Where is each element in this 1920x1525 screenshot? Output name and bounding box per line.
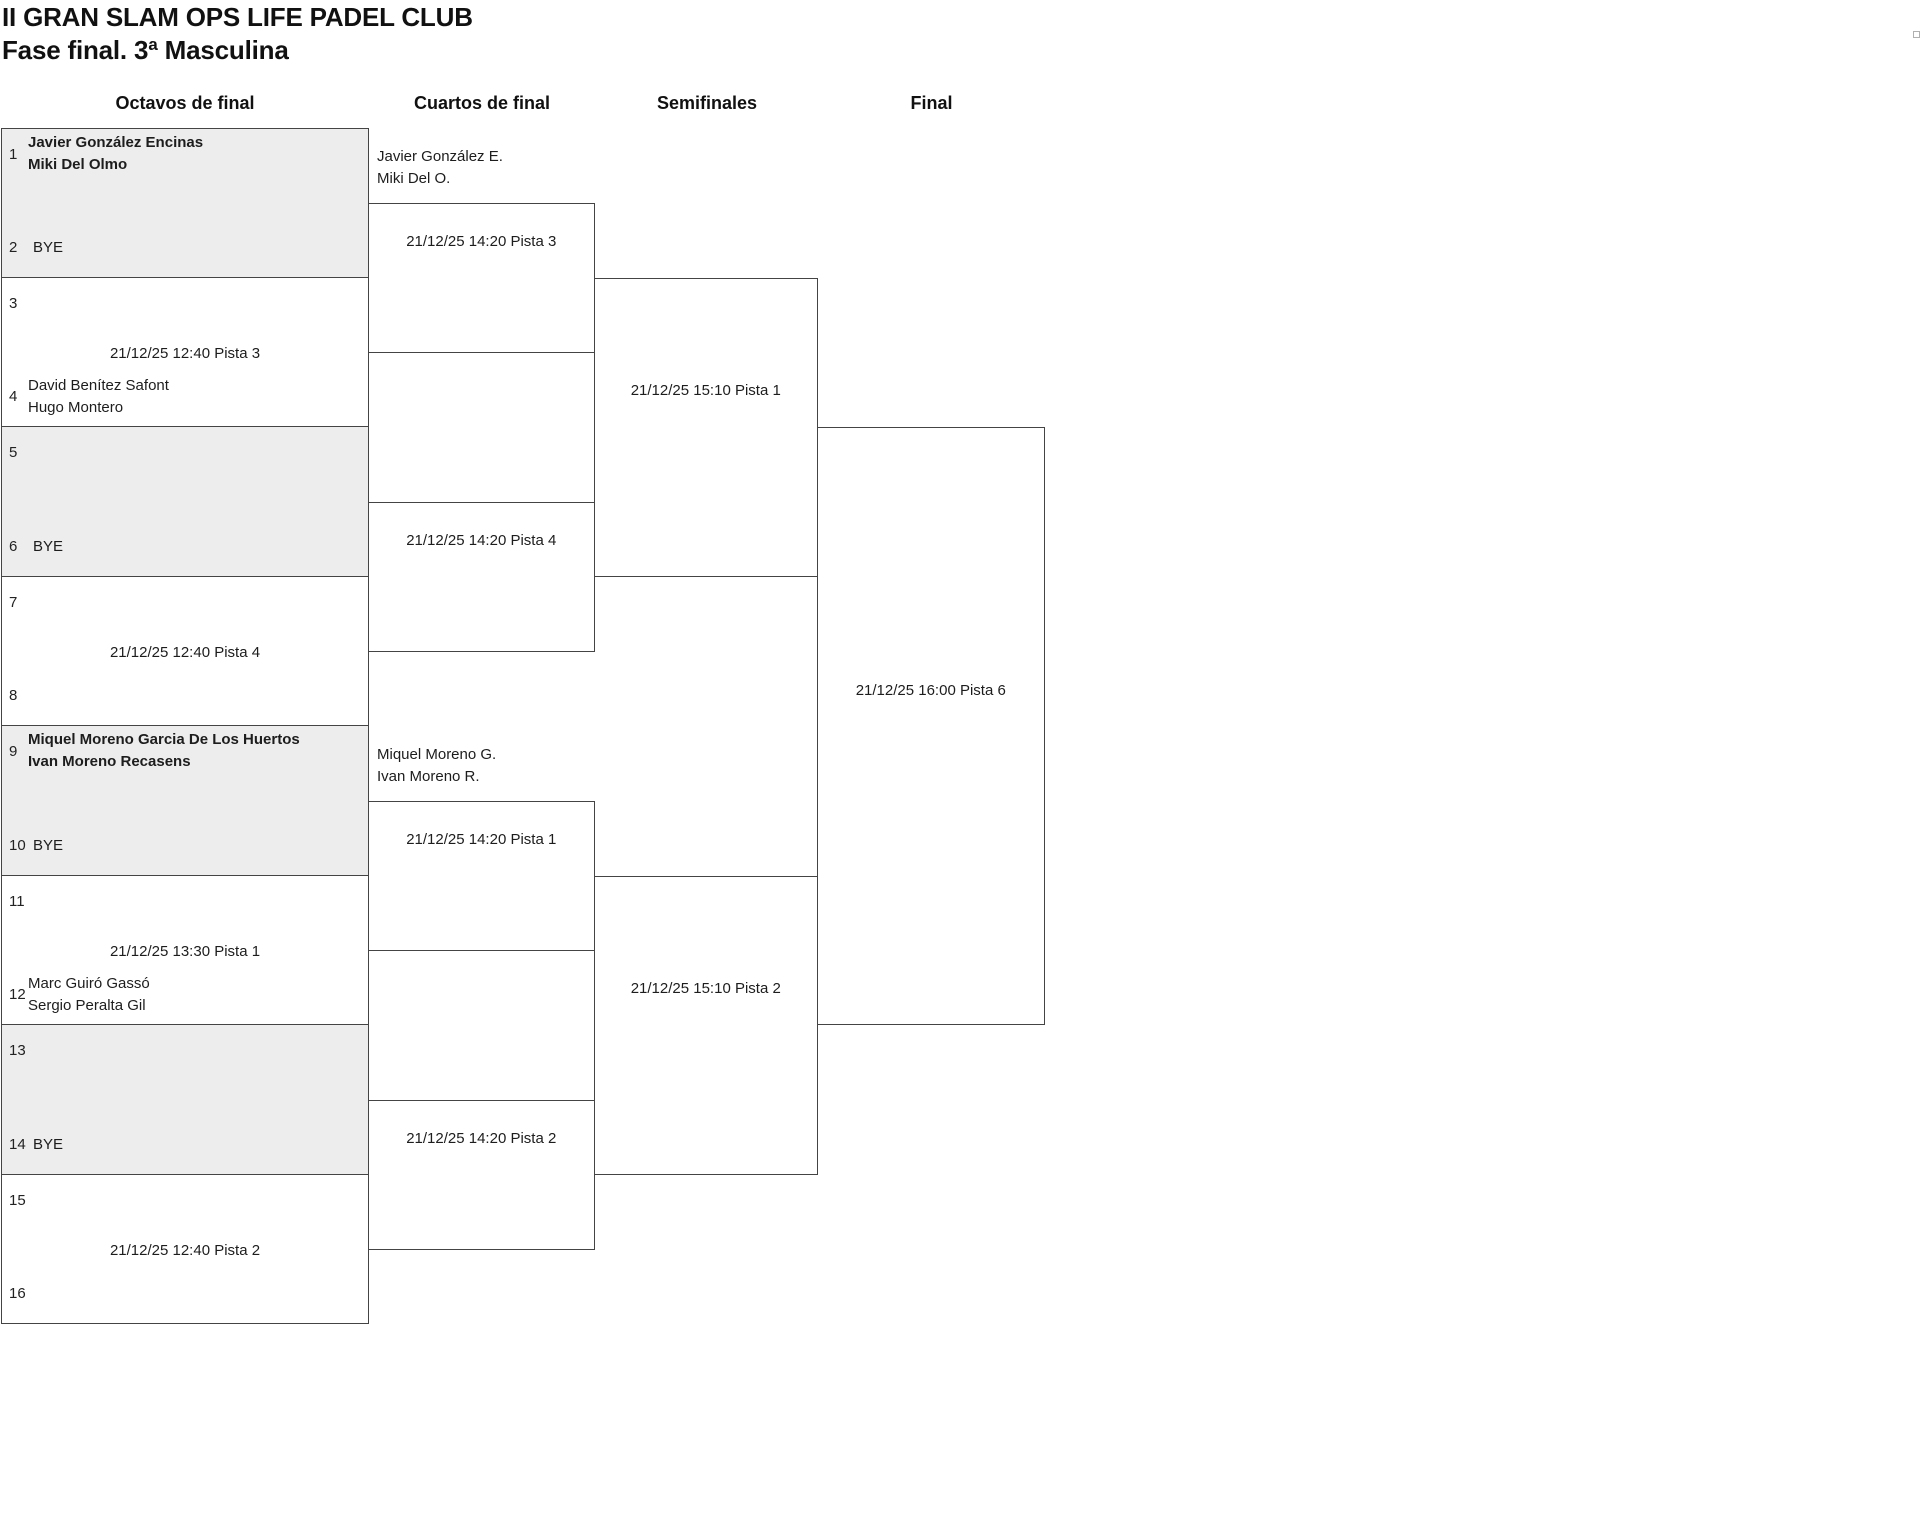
octavos-match-4[interactable]: 7 21/12/25 12:40 Pista 4 8 — [1, 576, 369, 726]
seed-number: 6 — [9, 537, 18, 555]
final-match[interactable]: 21/12/25 16:00 Pista 6 — [816, 427, 1045, 1025]
player-name: Ivan Moreno Recasens — [28, 753, 191, 770]
octavos-match-2[interactable]: 3 21/12/25 12:40 Pista 3 4 David Benítez… — [1, 277, 369, 427]
advancing-team-label: Miquel Moreno G. Ivan Moreno R. — [377, 744, 496, 788]
seed-number: 1 — [9, 146, 18, 163]
seed-number: 2 — [9, 238, 18, 256]
match-schedule: 21/12/25 12:40 Pista 3 — [109, 344, 261, 362]
octavos-match-1[interactable]: 1 Javier González Encinas Miki Del Olmo … — [1, 128, 369, 278]
match-schedule: 21/12/25 14:20 Pista 1 — [406, 830, 557, 848]
seed-number: 11 — [9, 892, 25, 910]
advancing-player-name: Javier González E. — [377, 147, 503, 165]
octavos-match-5[interactable]: 9 Miquel Moreno Garcia De Los Huertos Iv… — [1, 726, 369, 876]
seed-number: 15 — [9, 1191, 26, 1209]
cuartos-match-3[interactable]: 21/12/25 14:20 Pista 1 — [367, 800, 595, 951]
match-schedule: 21/12/25 13:30 Pista 1 — [109, 942, 261, 960]
round-header-cuartos: Cuartos de final — [413, 93, 551, 113]
match-schedule: 21/12/25 16:00 Pista 6 — [855, 682, 1006, 699]
seed-number: 8 — [9, 687, 18, 704]
advancing-player-name: Miki Del O. — [377, 169, 451, 187]
player-name: Sergio Peralta Gil — [28, 997, 146, 1014]
match-schedule: 21/12/25 14:20 Pista 2 — [406, 1129, 557, 1147]
player-name: Marc Guiró Gassó — [28, 975, 150, 992]
round-header-final: Final — [910, 93, 953, 113]
match-schedule: 21/12/25 15:10 Pista 1 — [630, 381, 781, 399]
placeholder-artifact-icon — [1913, 31, 1920, 38]
advancing-player-name: Ivan Moreno R. — [377, 767, 480, 785]
team-names: Javier González Encinas Miki Del Olmo — [28, 132, 203, 176]
bye-label: BYE — [33, 1135, 64, 1153]
cuartos-match-1[interactable]: 21/12/25 14:20 Pista 3 — [367, 202, 595, 353]
round-header-semifinales: Semifinales — [656, 93, 758, 113]
cuartos-match-4[interactable]: 21/12/25 14:20 Pista 2 — [367, 1099, 595, 1250]
bye-label: BYE — [33, 238, 64, 256]
bye-label: BYE — [33, 836, 64, 854]
match-schedule: 21/12/25 14:20 Pista 4 — [406, 531, 557, 549]
advancing-team-label: Javier González E. Miki Del O. — [377, 146, 503, 190]
title-block: II GRAN SLAM OPS LIFE PADEL CLUB Fase fi… — [2, 1, 473, 67]
advancing-player-name: Miquel Moreno G. — [377, 745, 497, 763]
semifinal-match-2[interactable]: 21/12/25 15:10 Pista 2 — [593, 875, 818, 1175]
seed-number: 5 — [9, 444, 18, 461]
semifinal-match-1[interactable]: 21/12/25 15:10 Pista 1 — [593, 277, 818, 577]
seed-number: 4 — [9, 388, 18, 405]
octavos-match-3[interactable]: 5 6 BYE — [1, 427, 369, 577]
player-name: Miki Del Olmo — [28, 156, 128, 173]
match-schedule: 21/12/25 12:40 Pista 2 — [109, 1241, 261, 1259]
team-names: Miquel Moreno Garcia De Los Huertos Ivan… — [28, 729, 300, 773]
team-names: David Benítez Safont Hugo Montero — [28, 375, 169, 419]
seed-number: 9 — [9, 743, 18, 760]
seed-number: 13 — [9, 1042, 26, 1059]
match-schedule: 21/12/25 15:10 Pista 2 — [630, 979, 781, 997]
player-name: Hugo Montero — [28, 399, 124, 416]
player-name: Miquel Moreno Garcia De Los Huertos — [28, 731, 300, 748]
seed-number: 12 — [9, 986, 26, 1003]
octavos-match-8[interactable]: 15 21/12/25 12:40 Pista 2 16 — [1, 1174, 369, 1324]
page-title: II GRAN SLAM OPS LIFE PADEL CLUB — [2, 2, 473, 32]
seed-number: 16 — [9, 1285, 26, 1302]
octavos-match-6[interactable]: 11 21/12/25 13:30 Pista 1 12 Marc Guiró … — [1, 875, 369, 1025]
player-name: David Benítez Safont — [28, 377, 169, 394]
cuartos-match-2[interactable]: 21/12/25 14:20 Pista 4 — [367, 501, 595, 652]
seed-number: 10 — [9, 836, 26, 854]
player-name: Javier González Encinas — [28, 134, 204, 151]
round-header-octavos: Octavos de final — [115, 93, 255, 113]
match-schedule: 21/12/25 14:20 Pista 3 — [406, 232, 557, 250]
octavos-match-7[interactable]: 13 14 BYE — [1, 1025, 369, 1175]
seed-number: 7 — [9, 593, 18, 611]
team-names: Marc Guiró Gassó Sergio Peralta Gil — [28, 973, 150, 1017]
seed-number: 14 — [9, 1135, 26, 1153]
bye-label: BYE — [33, 537, 64, 555]
match-schedule: 21/12/25 12:40 Pista 4 — [109, 643, 261, 661]
page-subtitle: Fase final. 3ª Masculina — [2, 35, 289, 65]
seed-number: 3 — [9, 294, 18, 312]
